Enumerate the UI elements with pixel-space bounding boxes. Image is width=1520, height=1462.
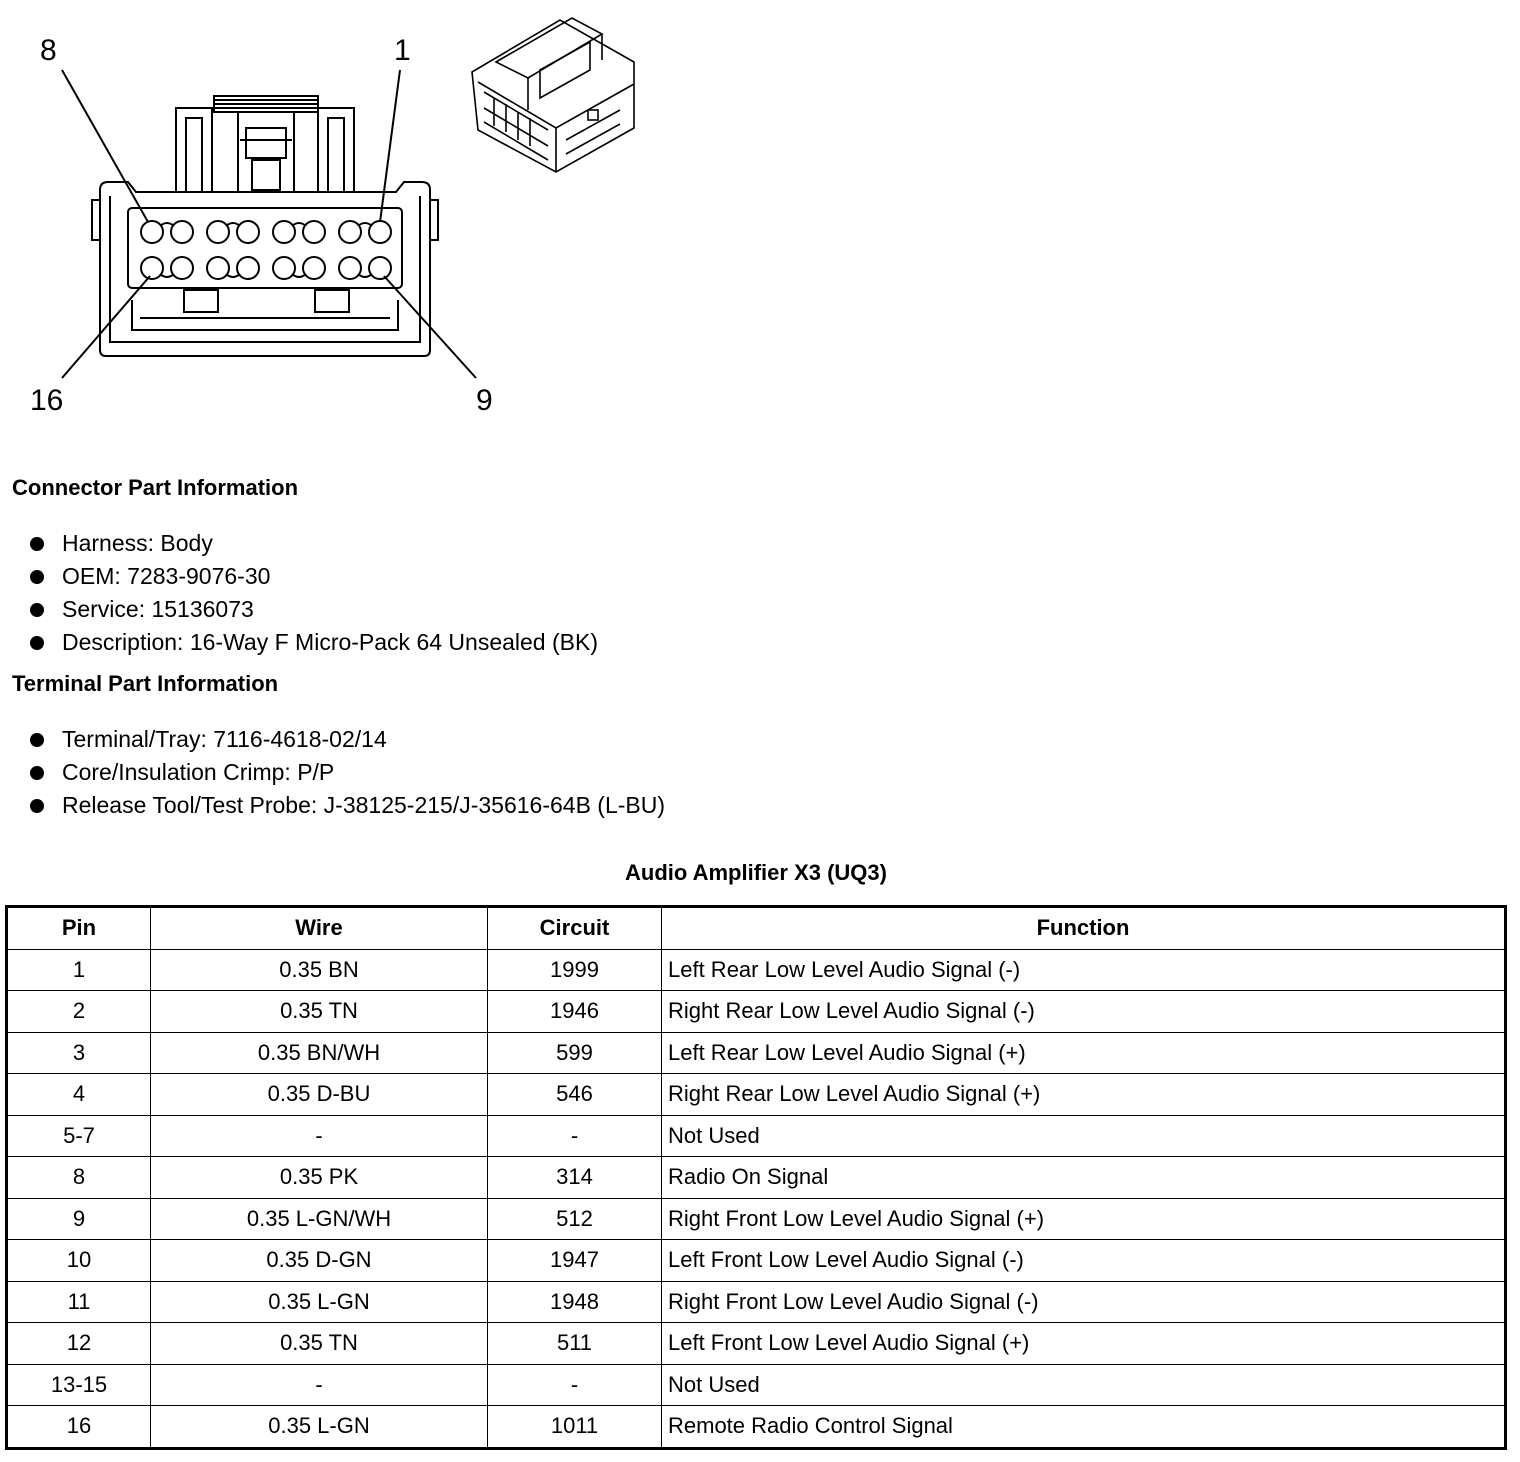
pin-cell: 16: [6, 1405, 151, 1449]
function-cell: Left Front Low Level Audio Signal (+): [661, 1322, 1506, 1365]
wire-cell: 0.35 D-GN: [150, 1239, 488, 1282]
pin-9-leader: [383, 275, 477, 379]
pin-cell: 12: [6, 1322, 151, 1365]
list-item: OEM: 7283-9076-30: [30, 560, 598, 593]
bullet-icon: [30, 537, 44, 551]
circuit-cell: -: [487, 1114, 662, 1157]
column-header-pin: Pin: [6, 906, 151, 950]
pin-cell: 4: [6, 1073, 151, 1116]
bullet-icon: [30, 733, 44, 747]
circuit-cell: 1947: [487, 1239, 662, 1282]
pin-1-leader: [379, 69, 401, 223]
connector-isometric-icon: [471, 17, 635, 173]
wire-cell: 0.35 L-GN: [150, 1405, 488, 1449]
function-cell: Right Rear Low Level Audio Signal (+): [661, 1073, 1506, 1116]
pin-cell: 11: [6, 1280, 151, 1323]
pin-cell: 3: [6, 1031, 151, 1074]
column-header-circuit: Circuit: [487, 906, 662, 950]
pin-label-16: 16: [30, 384, 63, 417]
bullet-icon: [30, 603, 44, 617]
circuit-cell: 511: [487, 1322, 662, 1365]
pin-cell: 8: [6, 1156, 151, 1199]
table-title: Audio Amplifier X3 (UQ3): [625, 860, 887, 885]
function-cell: Left Rear Low Level Audio Signal (+): [661, 1031, 1506, 1074]
column-header-wire: Wire: [150, 906, 488, 950]
connector-housing: [99, 181, 431, 357]
circuit-cell: 512: [487, 1197, 662, 1240]
circuit-cell: 314: [487, 1156, 662, 1199]
list-item: Service: 15136073: [30, 593, 598, 626]
pin-8-leader: [61, 69, 149, 223]
function-cell: Remote Radio Control Signal: [661, 1405, 1506, 1449]
pin-cell: 13-15: [6, 1363, 151, 1406]
connector-info-list: Harness: Body OEM: 7283-9076-30 Service:…: [30, 527, 598, 659]
bullet-icon: [30, 570, 44, 584]
circuit-cell: -: [487, 1363, 662, 1406]
table-header-row: Pin Wire Circuit Function: [6, 906, 1506, 950]
terminal-info-list: Terminal/Tray: 7116-4618-02/14 Core/Insu…: [30, 723, 665, 822]
bullet-icon: [30, 766, 44, 780]
circuit-cell: 1946: [487, 990, 662, 1033]
circuit-cell: 599: [487, 1031, 662, 1074]
circuit-cell: 1011: [487, 1405, 662, 1449]
function-cell: Right Front Low Level Audio Signal (+): [661, 1197, 1506, 1240]
bullet-icon: [30, 799, 44, 813]
wire-cell: 0.35 D-BU: [150, 1073, 488, 1116]
pin-label-9: 9: [476, 384, 493, 417]
pin-sockets: [140, 220, 392, 280]
list-item: Harness: Body: [30, 527, 598, 560]
pin-label-8: 8: [40, 34, 57, 67]
circuit-cell: 1948: [487, 1280, 662, 1323]
wire-cell: 0.35 L-GN: [150, 1280, 488, 1323]
terminal-info-title: Terminal Part Information: [12, 671, 279, 696]
list-item: Core/Insulation Crimp: P/P: [30, 756, 665, 789]
pin-cell: 9: [6, 1197, 151, 1240]
wire-cell: 0.35 BN/WH: [150, 1031, 488, 1074]
table-row: 13-15--Not Used: [6, 1363, 1506, 1406]
wire-cell: 0.35 PK: [150, 1156, 488, 1199]
function-cell: Not Used: [661, 1114, 1506, 1157]
list-item: Release Tool/Test Probe: J-38125-215/J-3…: [30, 789, 665, 822]
circuit-cell: 1999: [487, 948, 662, 991]
list-item: Terminal/Tray: 7116-4618-02/14: [30, 723, 665, 756]
table-row: 5-7--Not Used: [6, 1114, 1506, 1157]
function-cell: Right Rear Low Level Audio Signal (-): [661, 990, 1506, 1033]
bullet-icon: [30, 636, 44, 650]
pin-label-1: 1: [394, 34, 411, 67]
wire-cell: 0.35 TN: [150, 990, 488, 1033]
wire-cell: 0.35 BN: [150, 948, 488, 991]
circuit-cell: 546: [487, 1073, 662, 1116]
wire-cell: 0.35 TN: [150, 1322, 488, 1365]
pin-cell: 5-7: [6, 1114, 151, 1157]
connector-info-title: Connector Part Information: [12, 475, 299, 500]
wire-cell: 0.35 L-GN/WH: [150, 1197, 488, 1240]
wire-cell: -: [150, 1114, 488, 1157]
function-cell: Left Rear Low Level Audio Signal (-): [661, 948, 1506, 991]
list-item: Description: 16-Way F Micro-Pack 64 Unse…: [30, 626, 598, 659]
function-cell: Not Used: [661, 1363, 1506, 1406]
function-cell: Radio On Signal: [661, 1156, 1506, 1199]
connector-diagram: 8 1 16 9: [30, 17, 635, 417]
function-cell: Right Front Low Level Audio Signal (-): [661, 1280, 1506, 1323]
pin-16-leader: [61, 275, 151, 379]
function-cell: Left Front Low Level Audio Signal (-): [661, 1239, 1506, 1282]
pin-cell: 1: [6, 948, 151, 991]
pin-cell: 2: [6, 990, 151, 1033]
pin-cell: 10: [6, 1239, 151, 1282]
column-header-function: Function: [661, 906, 1506, 950]
wire-cell: -: [150, 1363, 488, 1406]
